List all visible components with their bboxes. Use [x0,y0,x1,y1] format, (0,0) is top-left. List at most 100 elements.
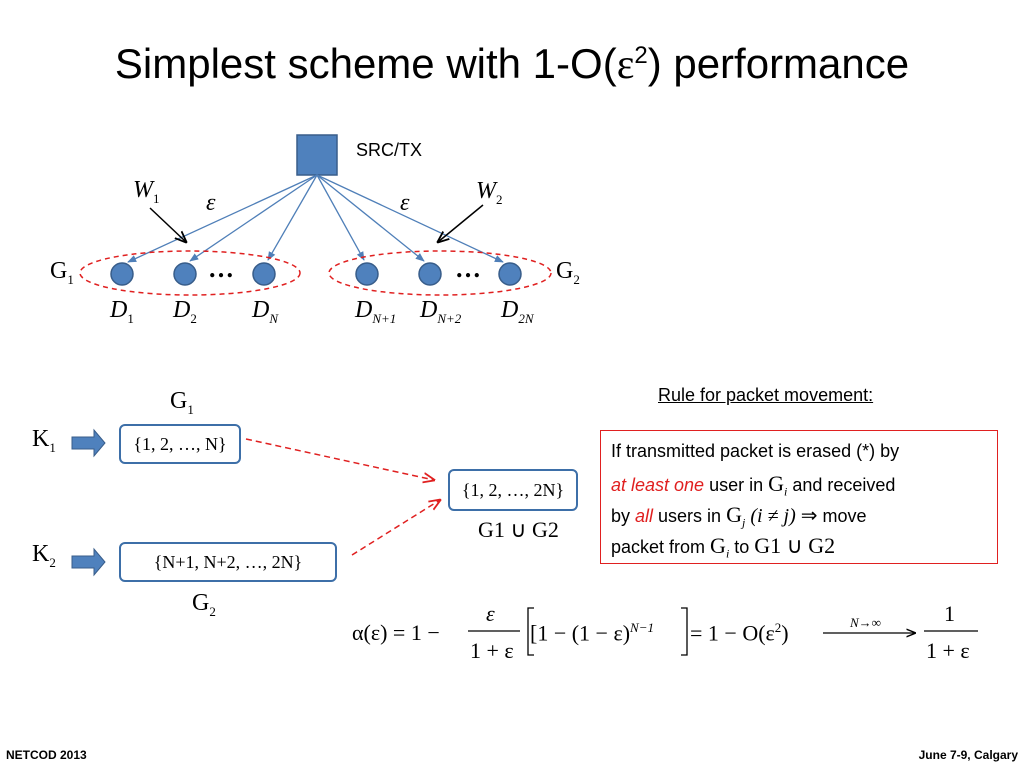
title-sup: 2 [634,42,648,69]
arrow-to-dn [267,174,318,261]
rule-at-least-one: at least one [611,475,705,495]
g1-side-base: G [50,258,68,284]
rule-line-2: at least one user in Gi and received [611,471,895,500]
formula-bracket: [1 − (1 − ε)N−1 [530,620,654,646]
rule-line-1: If transmitted packet is erased (*) by [611,441,900,461]
formula-left-bracket [527,607,534,656]
g2-side-label: G2 [556,258,580,288]
k1-sub: 1 [49,439,56,455]
set-g2-box: {N+1, N+2, …, 2N} [119,542,337,582]
epsilon-left: ε [206,190,216,216]
node-d2n [498,262,522,286]
receiver-label-d2n: D2N [501,296,534,327]
rule-line-3-tail: move [817,506,867,526]
rule-line-3-g: G [726,502,742,527]
broadcast-arrows [127,174,504,263]
arrow-to-d2 [189,174,318,262]
k1-block-arrow [71,428,106,458]
g2-set-label: G2 [192,590,216,620]
g1-set-base: G [170,388,188,414]
move-arrow-g2 [351,500,440,556]
rule-line-3-cond: (i ≠ j) [750,505,796,527]
group-g1-ellipse [79,250,301,296]
w1-base: W [133,177,153,203]
rule-implies-icon: ⇒ [800,505,818,527]
k2-label: K2 [32,541,56,571]
union-set-box: {1, 2, …, 2N} [448,469,578,511]
d1-base: D [110,297,128,323]
rule-line-4-to: to [729,537,755,557]
footer-right: June 7-9, Calgary [918,748,1018,762]
node-dn2 [418,262,442,286]
dots-g2: … [455,254,481,283]
receiver-label-dn1: DN+1 [355,296,396,327]
rule-line-3-gsub: j [741,515,746,530]
epsilon-right: ε [400,190,410,216]
rule-heading: Rule for packet movement: [658,385,874,405]
formula-mid-end: ) [781,620,789,646]
g1-side-sub: 1 [67,271,74,287]
rule-all: all [635,506,654,526]
receiver-label-dn: DN [252,296,278,327]
g2-set-base: G [192,590,210,616]
rule-line-4-union: G1 ∪ G2 [754,533,836,558]
set-g1-box: {1, 2, …, N} [119,424,241,464]
source-label: SRC/TX [356,140,423,160]
formula-limit: N→∞ [850,615,881,630]
dn1-base: D [355,297,373,323]
union-label: G1 ∪ G2 [478,517,559,542]
w1-label: W1 [133,176,160,207]
formula-bracket-sup: N−1 [630,620,654,635]
formula-frac1-den: 1 + ε [470,638,514,663]
g2-side-base: G [556,258,574,284]
formula-lhs: α(ε) = 1 − [352,620,440,645]
dn2-base: D [420,297,438,323]
title-main: Simplest scheme with 1-O( [114,40,617,87]
formula-right-bracket [681,607,688,656]
arrow-to-dn1 [316,174,365,261]
w2-pointer [438,204,484,242]
w2-label: W2 [476,177,503,208]
rule-box [600,430,998,564]
node-dn [252,262,276,286]
k1-label: K1 [32,426,56,456]
dn-base: D [252,297,270,323]
k2-sub: 2 [49,554,56,570]
receiver-label-dn2: DN+2 [420,296,461,327]
formula-bracket-body: [1 − (1 − ε) [530,620,631,646]
w2-base: W [476,178,496,204]
rule-line-4-a: packet from [611,537,711,557]
source-node [296,134,338,176]
formula-frac2-num: 1 [944,601,955,626]
rule-line-2-g: G [768,471,784,496]
k2-block-arrow [71,547,106,577]
title-epsilon: ε [616,42,635,88]
k2-base: K [32,541,50,567]
rule-line-4-gsub: i [725,546,730,561]
rule-line-2-rest: user in [704,475,769,495]
receiver-label-d2: D2 [173,296,197,327]
formula-mid: = 1 − O(ε2) [690,620,789,646]
node-d1 [110,262,134,286]
rule-line-3: by all users in Gj (i ≠ j) ⇒ move [611,502,867,531]
g1-set-sub: 1 [187,401,194,417]
move-arrow-g1 [245,438,434,480]
rule-line-3-b: users in [653,506,727,526]
dots-g1: … [208,254,234,283]
arrow-to-d1 [127,174,318,263]
node-d2 [173,262,197,286]
formula-mid-body: = 1 − O(ε [690,620,775,646]
footer-left: NETCOD 2013 [6,748,87,762]
d2n-sub: 2N [518,310,534,326]
receiver-label-d1: D1 [110,296,134,327]
dn-sub: N [269,310,279,326]
node-dn1 [355,262,379,286]
g2-side-sub: 2 [573,271,580,287]
rule-line-3-a: by [611,506,636,526]
d2n-base: D [501,297,519,323]
formula-frac1-num: ε [486,601,495,626]
g2-set-sub: 2 [209,603,216,619]
rule-line-2-gsub: i [784,484,788,499]
k1-base: K [32,426,50,452]
